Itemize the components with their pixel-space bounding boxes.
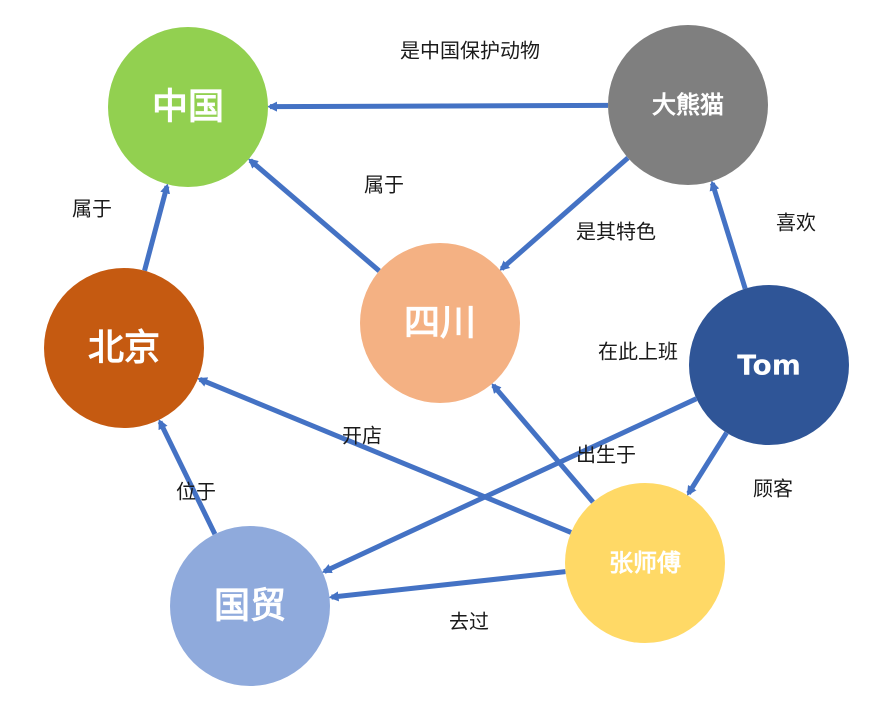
- node-label-beijing: 北京: [88, 327, 160, 369]
- edge-arrow-tom-to-zhangshifu: [686, 431, 729, 497]
- edge-arrow-zhangshifu-to-beijing: [197, 376, 573, 535]
- node-label-zhangshifu: 张师傅: [609, 549, 681, 577]
- edge-arrow-tom-to-daxiongmao: [709, 180, 748, 290]
- edge-label-sichuan-to-zhongguo: 属于: [364, 173, 404, 197]
- edge-label-zhangshifu-to-beijing: 开店: [342, 424, 382, 448]
- node-zhongguo: 中国: [108, 27, 268, 187]
- edges-layer: [142, 101, 748, 602]
- node-circle-daxiongmao: [608, 25, 768, 185]
- edge-label-beijing-to-zhongguo: 属于: [72, 197, 112, 221]
- edge-arrow-zhangshifu-to-guomao: [328, 569, 566, 602]
- node-label-sichuan: 四川: [404, 303, 476, 344]
- edge-arrow-guomao-to-beijing: [157, 418, 218, 536]
- edge-arrow-sichuan-to-zhongguo: [247, 158, 381, 273]
- edge-arrow-daxiongmao-to-sichuan: [499, 155, 630, 271]
- edge-labels-layer: 是中国保护动物属于属于是其特色喜欢在此上班开店出生于顾客位于去过: [72, 39, 816, 634]
- node-tom: Tom: [689, 285, 849, 445]
- node-daxiongmao: 大熊猫: [608, 25, 768, 185]
- edge-arrow-zhangshifu-to-sichuan: [491, 383, 595, 504]
- edge-label-daxiongmao-to-zhongguo: 是中国保护动物: [400, 39, 540, 63]
- edge-label-zhangshifu-to-sichuan: 出生于: [576, 443, 636, 467]
- edge-label-tom-to-zhangshifu: 顾客: [753, 477, 793, 501]
- node-label-zhongguo: 中国: [152, 87, 224, 128]
- edge-arrow-tom-to-guomao: [321, 396, 698, 574]
- node-circle-zhongguo: [108, 27, 268, 187]
- node-circle-guomao: [170, 526, 330, 686]
- node-circle-sichuan: [360, 243, 520, 403]
- node-label-guomao: 国贸: [214, 586, 286, 627]
- edge-label-guomao-to-beijing: 位于: [176, 480, 216, 504]
- edge-label-tom-to-guomao: 在此上班: [598, 340, 678, 364]
- node-label-daxiongmao: 大熊猫: [652, 91, 724, 119]
- node-circle-tom: [689, 285, 849, 445]
- node-guomao: 国贸: [170, 526, 330, 686]
- node-circle-zhangshifu: [565, 483, 725, 643]
- node-beijing: 北京: [44, 268, 204, 428]
- node-circle-beijing: [44, 268, 204, 428]
- edge-arrow-daxiongmao-to-zhongguo: [266, 101, 609, 112]
- node-sichuan: 四川: [360, 243, 520, 403]
- edge-arrow-beijing-to-zhongguo: [142, 183, 170, 272]
- node-label-tom: Tom: [737, 349, 801, 382]
- edge-label-zhangshifu-to-guomao: 去过: [449, 610, 489, 634]
- edge-label-tom-to-daxiongmao: 喜欢: [776, 211, 816, 235]
- edge-label-daxiongmao-to-sichuan: 是其特色: [576, 220, 656, 244]
- node-zhangshifu: 张师傅: [565, 483, 725, 643]
